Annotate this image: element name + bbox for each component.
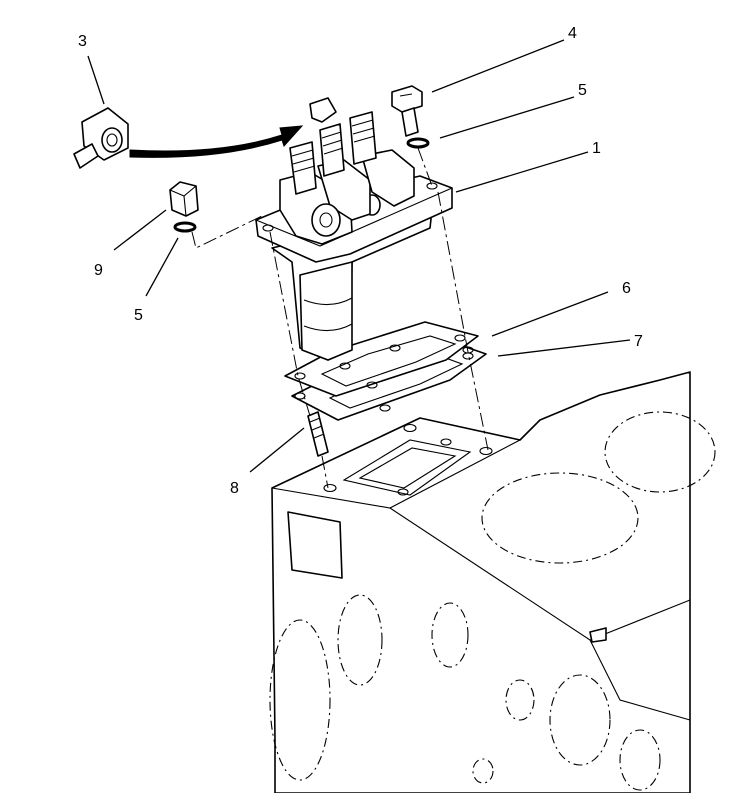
washer-5-upper xyxy=(406,137,430,149)
engine-block xyxy=(269,371,716,793)
callout-3: 3 xyxy=(78,33,87,50)
cap-nut-9 xyxy=(169,181,199,217)
callout-6: 6 xyxy=(622,280,631,297)
leader-lines xyxy=(87,39,631,473)
callout-8: 8 xyxy=(230,480,239,497)
callout-1: 1 xyxy=(592,140,601,157)
washer-5-lower xyxy=(173,221,197,233)
callout-5-lower: 5 xyxy=(134,307,143,324)
install-direction-arrow xyxy=(129,125,304,158)
callout-9: 9 xyxy=(94,262,103,279)
stud-8 xyxy=(307,411,329,457)
callout-7: 7 xyxy=(634,333,643,350)
bolt-4 xyxy=(391,85,423,137)
callout-labels: 3 4 5 1 9 5 6 7 8 xyxy=(78,25,643,497)
alignment-lines xyxy=(191,147,489,489)
callout-5-upper: 5 xyxy=(578,82,587,99)
injection-pump xyxy=(255,97,453,361)
callout-4: 4 xyxy=(568,25,577,42)
elbow-fitting-3 xyxy=(73,107,129,169)
